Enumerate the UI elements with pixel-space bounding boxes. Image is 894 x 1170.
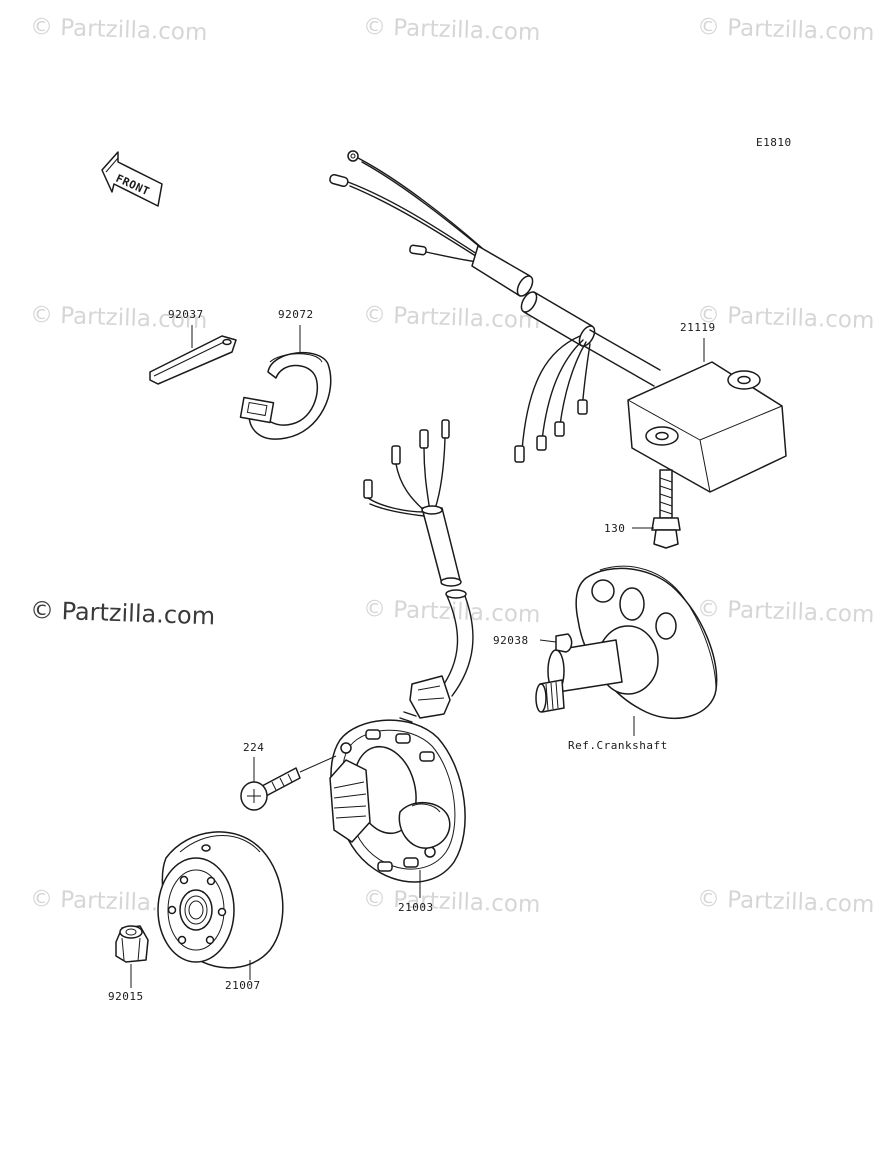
- wire-harness-top: [329, 150, 661, 463]
- part-92072-band: [239, 351, 332, 440]
- label-21007: 21007: [225, 979, 261, 992]
- wire-harness-stator: [363, 419, 474, 729]
- part-92038-key: [555, 633, 573, 653]
- part-224-screw: [240, 755, 337, 811]
- label-92038: 92038: [493, 634, 529, 647]
- part-92015-nut: [115, 925, 149, 963]
- label-130: 130: [604, 522, 625, 535]
- label-21119: 21119: [680, 321, 716, 334]
- front-arrow-icon: FRONT: [101, 151, 163, 207]
- part-21119-regulator: [627, 361, 787, 493]
- part-21007-flywheel: [157, 831, 284, 969]
- diagram-code: E1810: [756, 136, 792, 149]
- label-224: 224: [243, 741, 264, 754]
- label-92015: 92015: [108, 990, 144, 1003]
- part-92037-strap: [149, 335, 237, 385]
- label-92072: 92072: [278, 308, 314, 321]
- label-21003: 21003: [398, 901, 434, 914]
- part-130-bolt: [651, 469, 681, 549]
- label-92037: 92037: [168, 308, 204, 321]
- label-ref-crankshaft: Ref.Crankshaft: [568, 739, 668, 752]
- part-crankshaft: [535, 565, 718, 720]
- part-21003-stator: [329, 719, 466, 883]
